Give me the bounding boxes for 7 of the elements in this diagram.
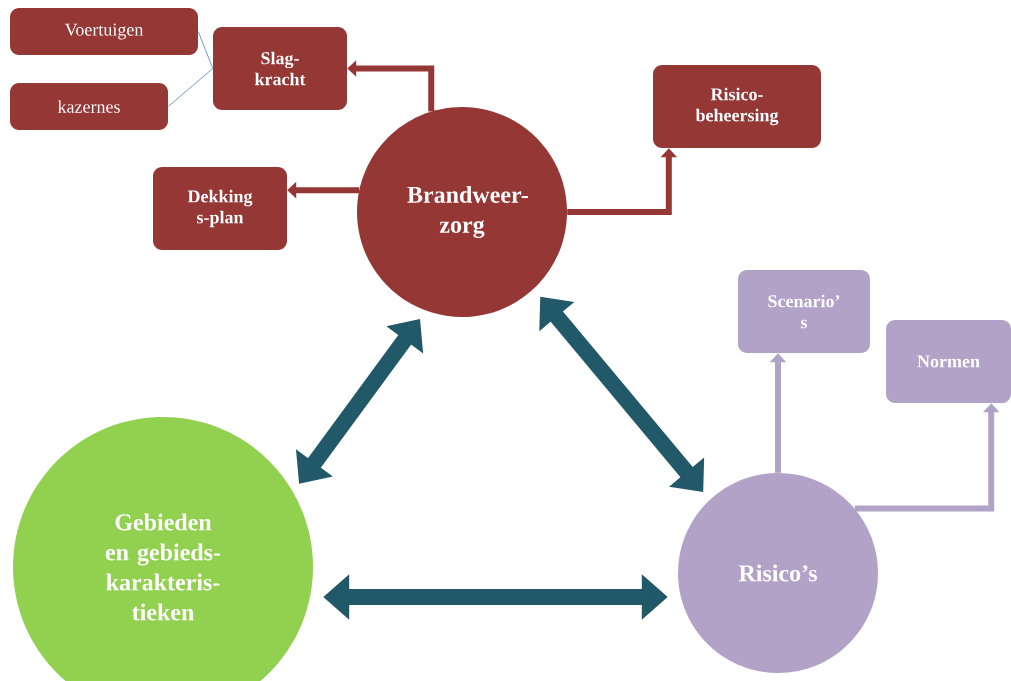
- process-box: Scenario’ s: [738, 270, 870, 353]
- process-box: kazernes: [10, 83, 168, 130]
- process-box: Dekking s-plan: [153, 167, 287, 250]
- process-box: Voertuigen: [10, 8, 198, 55]
- process-box: Normen: [886, 320, 1011, 403]
- process-box: Risico- beheersing: [653, 65, 821, 148]
- process-box: Slag- kracht: [213, 27, 347, 110]
